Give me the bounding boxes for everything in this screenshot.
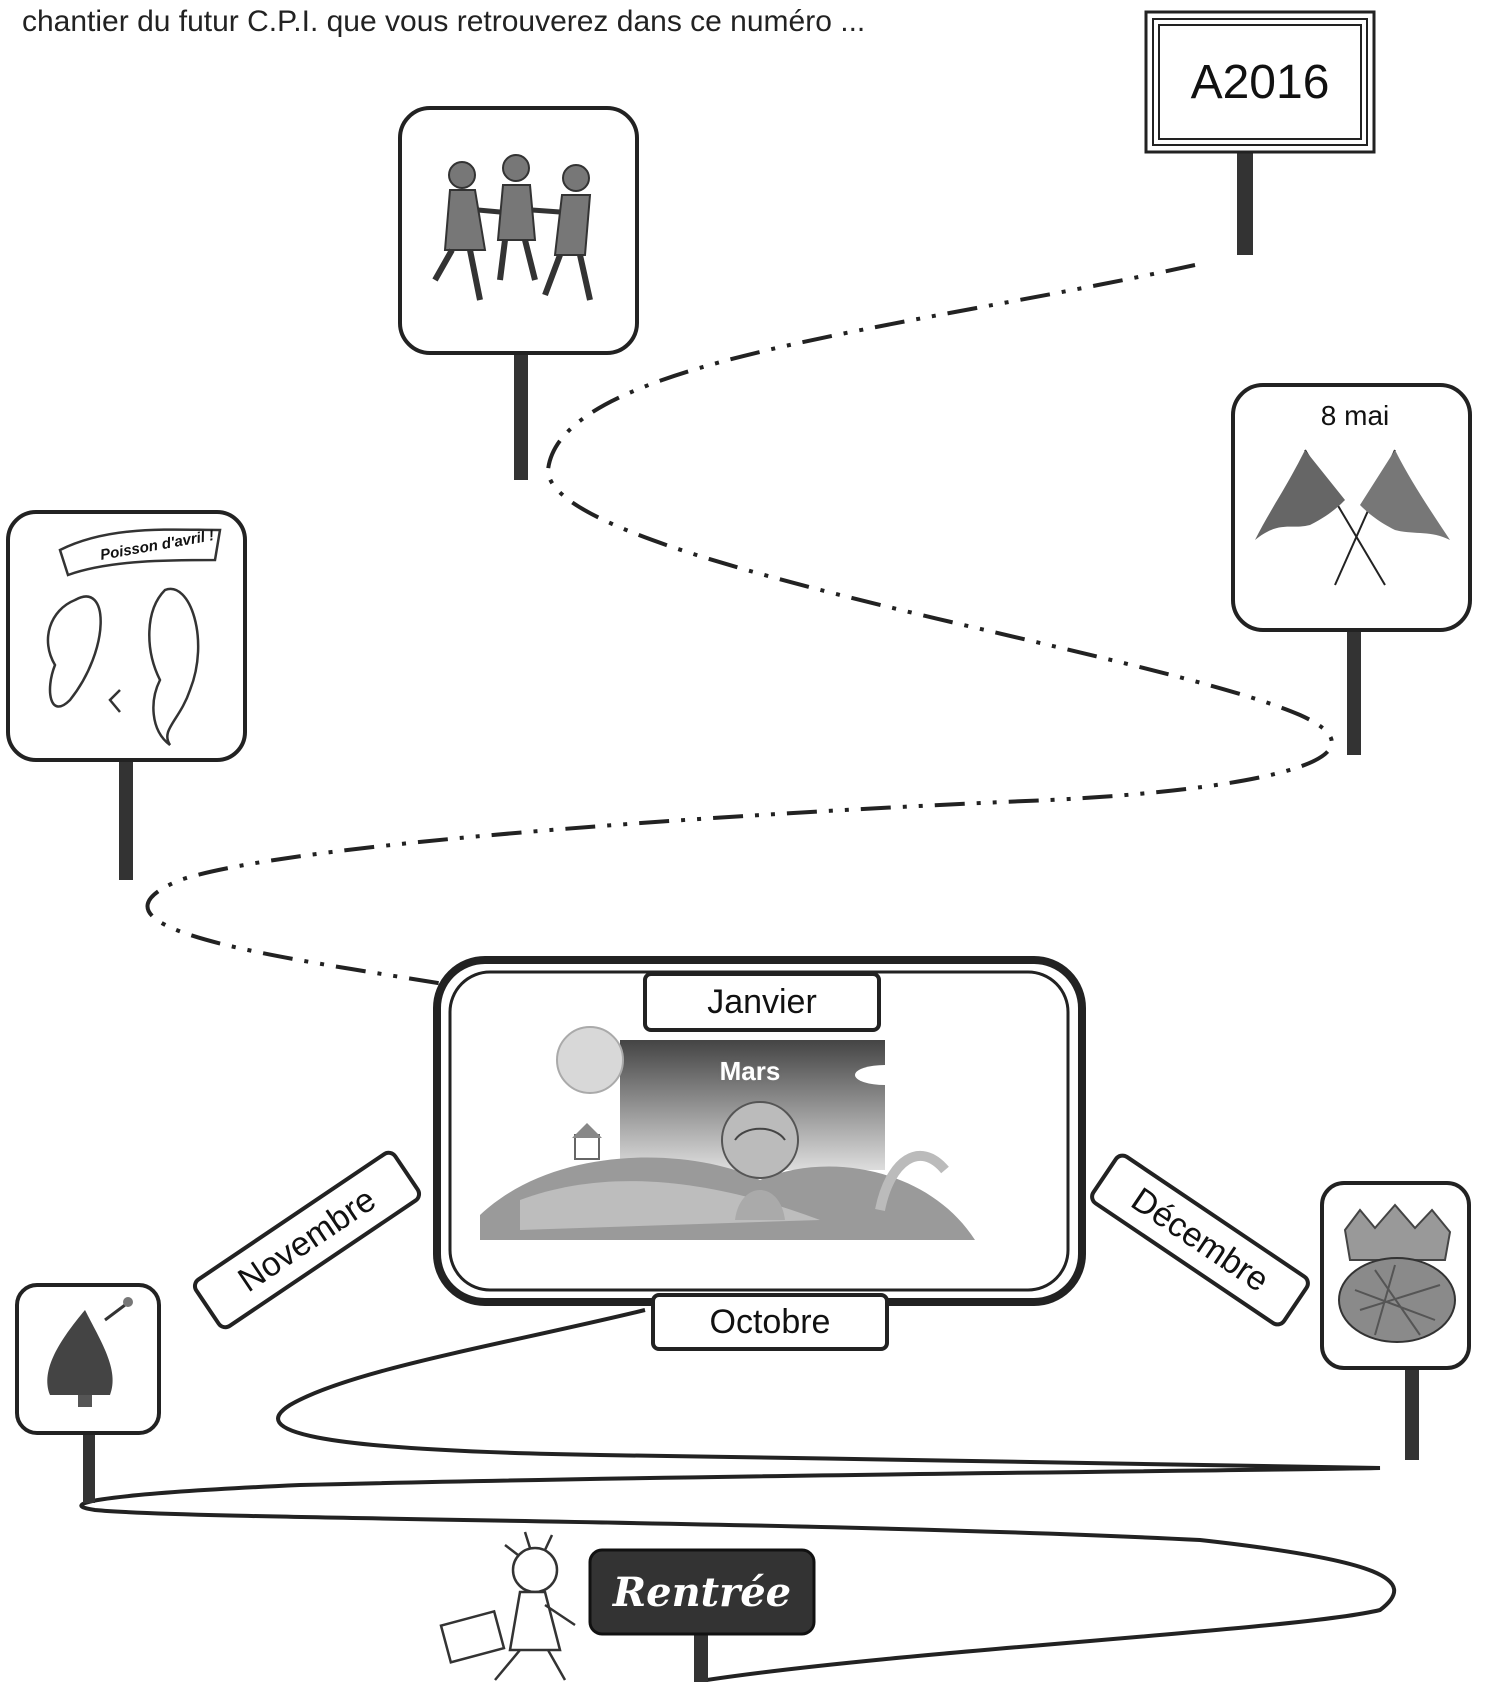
janvier-sign-box — [643, 972, 881, 1032]
novembre-sign-box — [192, 1150, 422, 1330]
sign-march-label: Mars — [719, 1055, 781, 1086]
sign-november — [15, 1283, 161, 1503]
children-dancing-icon — [432, 154, 593, 301]
octobre-sign-box — [651, 1293, 889, 1351]
kings-cake-crown-icon — [1338, 1203, 1456, 1343]
future-path — [145, 263, 1334, 987]
april-fish-icon — [46, 528, 222, 746]
sign-january-label: Janvier — [707, 982, 817, 1021]
sign-december — [1320, 1181, 1471, 1460]
sign-january — [433, 956, 1086, 1306]
sign-june — [398, 106, 639, 480]
christmas-tree-icon — [47, 1297, 133, 1407]
schoolboy-running-icon — [439, 1531, 576, 1681]
crossed-flags-icon — [1255, 449, 1450, 586]
spring-landscape-icon — [480, 1026, 975, 1240]
sign-a2016 — [1144, 10, 1376, 255]
sign-rentree-label: Rentrée — [612, 1568, 792, 1616]
sign-april — [6, 510, 247, 880]
sign-october-label: Octobre — [709, 1302, 831, 1341]
sign-may-label: 8 mai — [1320, 400, 1390, 431]
intro-text: chantier du futur C.P.I. que vous retrou… — [22, 5, 866, 38]
sign-rentree — [588, 1548, 816, 1682]
sign-may — [1231, 383, 1472, 755]
decembre-sign-box — [1090, 1153, 1310, 1327]
sign-a2016-label: A2016 — [1190, 56, 1330, 109]
past-path — [79, 1308, 1397, 1682]
